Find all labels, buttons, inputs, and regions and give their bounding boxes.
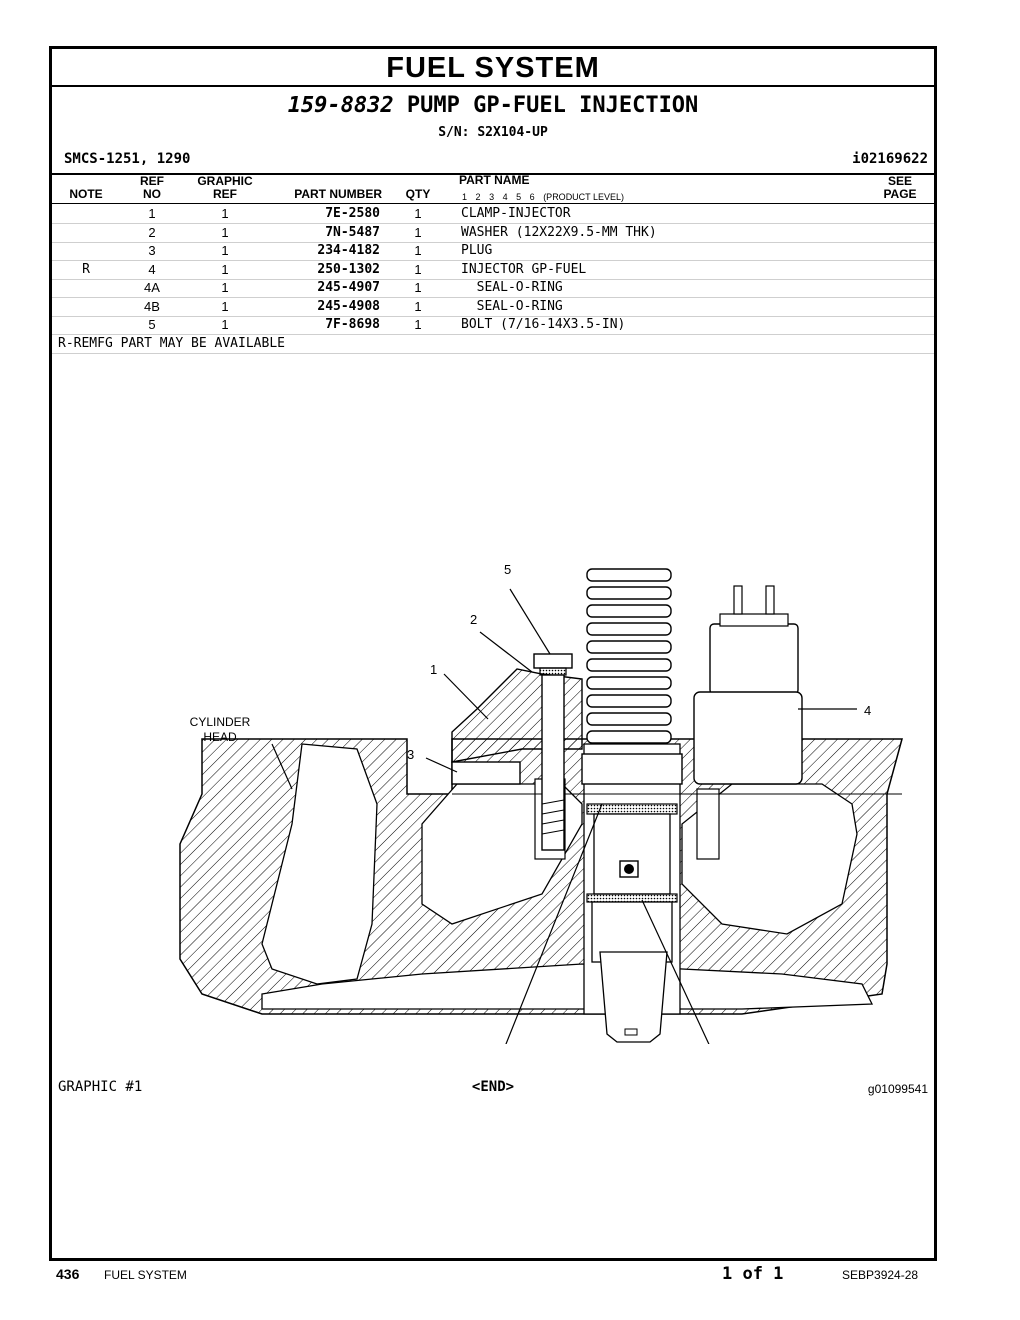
col-header-qty: QTY [405, 187, 431, 201]
graphic-id: g01099541 [867, 1082, 928, 1096]
group-name: PUMP GP-FUEL INJECTION [406, 93, 699, 118]
section-title-band: FUEL SYSTEM [52, 49, 934, 87]
table-header-bottom-rule [52, 203, 934, 204]
footer-doc-id: SEBP3924-28 [842, 1268, 919, 1282]
table-header-top-rule [52, 173, 934, 175]
cylinder-head-label-1: CYLINDER [190, 715, 251, 729]
fuel-injector [581, 568, 803, 1043]
injector-spring [586, 568, 672, 744]
graphic-label: GRAPHIC #1 [58, 1079, 143, 1095]
group-part-number: 159-8832 [287, 93, 394, 118]
page-frame: FUEL SYSTEM 159-8832 PUMP GP-FUEL INJECT… [49, 46, 937, 1261]
col-header-part-number: PART NUMBER [294, 187, 382, 201]
footer-page-of: 1 of 1 [722, 1264, 784, 1284]
callout-3: 3 [407, 747, 414, 762]
table-note-row: R-REMFG PART MAY BE AVAILABLE [52, 335, 934, 354]
clamp-bolt [533, 653, 573, 851]
injector-installation-illustration: 5 2 1 3 4 4B 4A CYLINDER HEAD [179, 562, 903, 1044]
callout-1: 1 [430, 662, 437, 677]
remfg-note: R-REMFG PART MAY BE AVAILABLE [58, 336, 285, 351]
col-header-note: NOTE [69, 187, 103, 201]
serial-range: S/N: S2X104-UP [438, 125, 548, 140]
smcs-codes: SMCS-1251, 1290 [64, 151, 191, 167]
seal-o-ring-lower [586, 893, 678, 903]
end-marker: <END> [471, 1079, 515, 1095]
footer-section: FUEL SYSTEM [104, 1268, 187, 1282]
injector-solenoid [709, 623, 799, 695]
cylinder-head-label-2: HEAD [203, 730, 237, 744]
product-levels: 1 2 3 4 5 6 (PRODUCT LEVEL) [462, 192, 625, 202]
group-heading: 159-8832 PUMP GP-FUEL INJECTION [52, 93, 934, 118]
footer-page-number: 436 [56, 1266, 80, 1282]
section-title: FUEL SYSTEM [386, 52, 600, 84]
callout-4: 4 [864, 703, 871, 718]
plug [451, 761, 521, 785]
callout-5: 5 [504, 562, 511, 577]
document-ident: i02169622 [852, 151, 928, 167]
callout-2: 2 [470, 612, 477, 627]
col-header-part-name: PART NAME [459, 173, 530, 187]
